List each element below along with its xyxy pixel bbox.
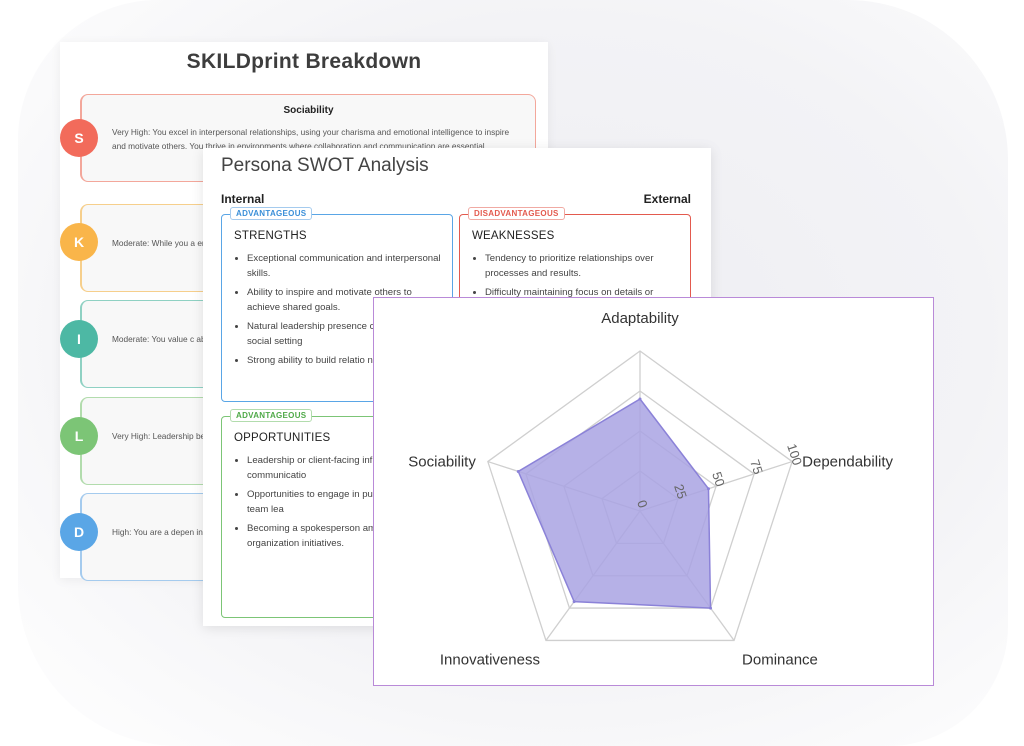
weaknesses-heading: WEAKNESSES [472, 230, 555, 242]
external-label: External [643, 192, 691, 206]
trait-badge-s: S [60, 119, 98, 157]
advantageous-tag: ADVANTAGEOUS [230, 409, 313, 422]
strengths-list: Exceptional communication and interperso… [234, 251, 444, 372]
radar-data-point [516, 469, 520, 473]
radar-data-point [706, 487, 710, 491]
list-item: Opportunities to engage in public relati… [247, 487, 444, 517]
radar-data-point [572, 600, 576, 604]
internal-label: Internal [221, 192, 265, 206]
list-item: Leadership or client-facing influence an… [247, 453, 444, 483]
radar-tick-label: 25 [671, 482, 690, 500]
radar-axis-label: Dominance [742, 651, 818, 668]
trait-badge-d: D [60, 513, 98, 551]
swot-title: Persona SWOT Analysis [221, 155, 429, 176]
radar-axis-label: Innovativeness [440, 651, 540, 668]
trait-badge-l: L [60, 417, 98, 455]
trait-description: Moderate: While you a engaging others ra… [112, 238, 281, 248]
radar-axis-label: Adaptability [601, 310, 679, 327]
radar-chart: 0 25 50 75 100 AdaptabilityDependabilityDomi… [408, 310, 893, 668]
weaknesses-box: DISADVANTAGEOUS WEAKNESSES Tendency to p… [459, 207, 691, 304]
radar-grid-ring [487, 350, 793, 642]
radar-axis-label: Dependability [802, 454, 893, 471]
radar-tick-label: 100 [784, 442, 805, 467]
disadvantageous-tag: DISADVANTAGEOUS [468, 207, 565, 220]
radar-data-point [638, 397, 642, 401]
trait-badge-k: K [60, 223, 98, 261]
radar-data-area [516, 397, 713, 610]
radar-series-area [517, 398, 712, 609]
list-item: Strong ability to build relatio networks… [247, 353, 444, 368]
list-item: Ability to inspire and motivate others t… [247, 285, 444, 315]
trait-description: Very High: You excel in interpersonal re… [112, 127, 510, 151]
radar-axis-label: Sociability [408, 454, 476, 471]
advantageous-tag: ADVANTAGEOUS [230, 207, 313, 220]
radar-tick-label: 50 [709, 470, 728, 488]
list-item: Difficulty maintaining focus on details … [485, 285, 682, 300]
skildprint-title: SKILDprint Breakdown [186, 50, 422, 73]
opportunities-list: Leadership or client-facing influence an… [234, 453, 444, 555]
radar-data-point [709, 606, 713, 610]
strengths-heading: STRENGTHS [234, 230, 307, 242]
list-item: Tendency to prioritize relationships ove… [485, 251, 682, 281]
opportunities-heading: OPPORTUNITIES [234, 432, 331, 444]
list-item: Becoming a spokesperson ambassador for o… [247, 521, 444, 551]
weaknesses-list: Tendency to prioritize relationships ove… [472, 251, 682, 304]
trait-heading: Sociability [283, 105, 334, 116]
radar-tick-label: 0 [634, 498, 651, 510]
trait-description: High: You are a depen integrity in your … [112, 527, 278, 537]
trait-description: Moderate: You value c ability to balance… [112, 334, 277, 344]
trait-badge-i: I [60, 320, 98, 358]
trait-description: Very High: Leadership becoming the drivi… [112, 431, 278, 441]
list-item: Natural leadership presence confidence i… [247, 319, 444, 349]
radar-tick-label: 75 [747, 458, 766, 476]
list-item: Exceptional communication and interperso… [247, 251, 444, 281]
radar-tick-labels: 0 25 50 75 100 [634, 442, 805, 510]
